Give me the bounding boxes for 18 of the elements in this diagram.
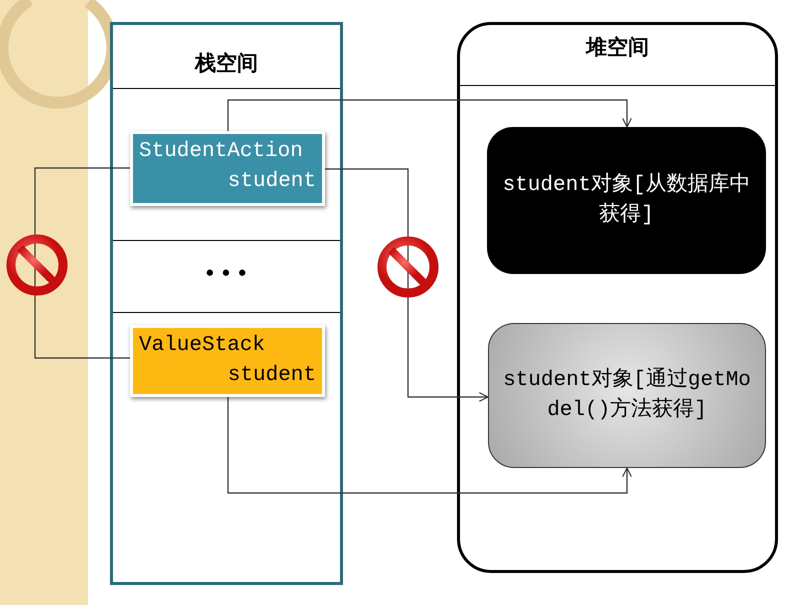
- connector-arrow: [227, 397, 632, 494]
- panel-title: 栈空间: [193, 50, 259, 77]
- ellipsis-text: •••: [202, 262, 253, 287]
- field-name: student: [228, 170, 316, 193]
- panel-title: 堆空间: [584, 34, 650, 61]
- class-name: StudentAction: [139, 140, 303, 163]
- object-reference-box: [130, 325, 325, 397]
- object-label: student对象[从数据库中获得]: [502, 171, 752, 228]
- object-box: [487, 127, 766, 274]
- connector-arrow: [325, 168, 489, 402]
- connector-arrow: [227, 99, 632, 131]
- heap-panel: [457, 22, 778, 573]
- field-name: student: [228, 364, 316, 387]
- object-reference-box: [130, 131, 325, 206]
- stack-panel: [110, 22, 343, 585]
- object-label: student对象[通过getModel()方法获得]: [502, 366, 752, 424]
- class-name: ValueStack: [139, 334, 266, 357]
- object-box: [488, 323, 766, 468]
